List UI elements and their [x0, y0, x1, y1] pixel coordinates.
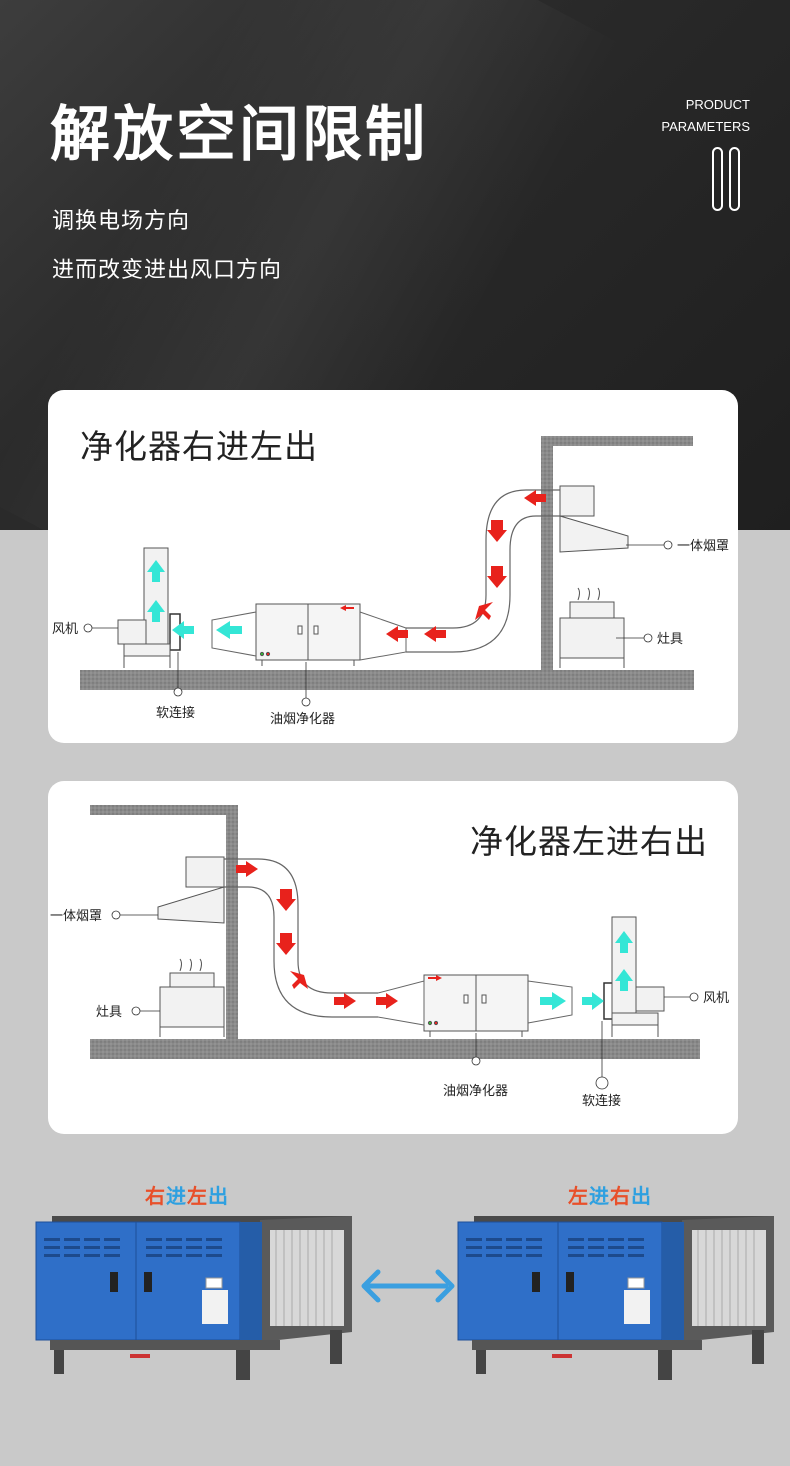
hero-subtitle-2: 进而改变进出风口方向 [52, 258, 283, 283]
label-fan: 风机 [703, 991, 729, 1006]
clean-airflow-arrows [540, 931, 633, 1010]
label-fan: 风机 [52, 622, 78, 637]
duct-upper [406, 489, 560, 629]
clean-airflow-arrows [147, 560, 242, 639]
wall [226, 805, 238, 1039]
duct-upper [224, 858, 378, 994]
purifier-unit [423, 974, 529, 1037]
diagram-left-in-right-out: 一体烟罩 灶具 风机 油烟净化器 软连接 [50, 805, 729, 1109]
hot-airflow-arrows [340, 490, 546, 642]
diagram-title: 净化器左进右出 [470, 822, 708, 861]
page-title: 解放空间限制 [50, 100, 428, 170]
label-stove: 灶具 [657, 632, 683, 647]
swap-direction-arrow-icon [361, 1269, 455, 1303]
pill-bars-icon [712, 147, 742, 211]
floor [90, 1039, 700, 1059]
label-right-in-left-out: 右进左出 [145, 1184, 229, 1208]
product-label-line1: PRODUCT [685, 97, 750, 112]
diagram-card-right-in-left-out: 一体烟罩 灶具 风机 软连接 油烟净化器 净化器右进左出 [48, 390, 738, 743]
hood [559, 485, 629, 553]
hot-airflow-arrows [236, 861, 442, 1009]
stove [159, 958, 225, 1037]
diagram-title: 净化器右进左出 [80, 427, 318, 466]
label-hood: 一体烟罩 [50, 909, 102, 924]
label-soft-joint: 软连接 [582, 1093, 621, 1109]
diagram-card-left-in-right-out: 一体烟罩 灶具 风机 油烟净化器 软连接 净化器左进右出 [48, 781, 738, 1134]
label-hood: 一体烟罩 [677, 539, 729, 554]
stove [559, 587, 625, 668]
purifier-unit-image-left [35, 1216, 352, 1380]
label-left-in-right-out: 左进右出 [568, 1184, 652, 1208]
purifier-unit [255, 603, 361, 666]
hood [157, 856, 225, 924]
product-parameters-label: PRODUCT PARAMETERS [661, 94, 750, 138]
fan-unit [611, 916, 665, 1037]
wall [541, 436, 553, 670]
diagram-right-in-left-out: 一体烟罩 灶具 风机 软连接 油烟净化器 [52, 436, 729, 727]
product-label-line2: PARAMETERS [661, 119, 750, 134]
label-stove: 灶具 [96, 1005, 122, 1020]
label-soft-joint: 软连接 [156, 705, 195, 721]
fan-unit [117, 547, 171, 668]
hero-subtitle-1: 调换电场方向 [52, 209, 191, 234]
label-purifier: 油烟净化器 [443, 1084, 508, 1099]
purifier-unit-image-right [457, 1216, 774, 1380]
label-purifier: 油烟净化器 [270, 712, 335, 727]
floor [80, 670, 694, 690]
